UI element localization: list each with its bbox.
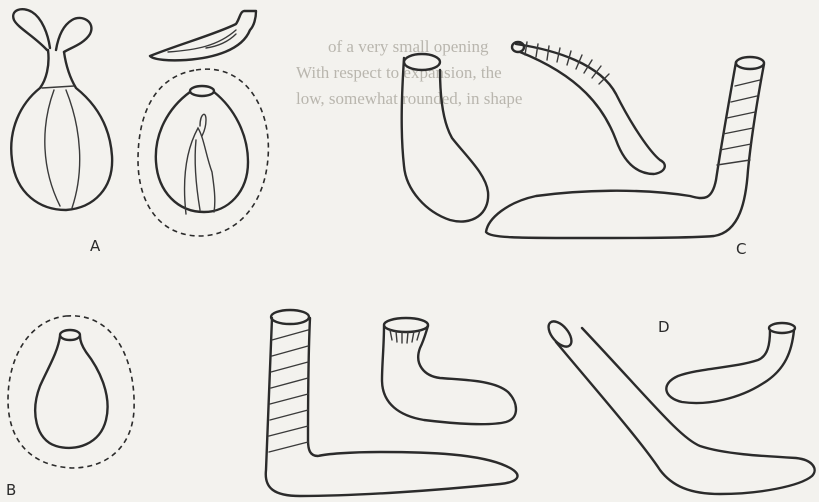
specimen-a-slug [150,11,256,60]
bleed-line-3: low, somewhat rounded, in shape [296,89,522,108]
bleed-line-2: With respect to expansion, the [296,63,502,82]
specimen-d-pieces [266,310,815,496]
label-a: A [90,237,100,255]
specimen-a-flared-vessel [11,9,112,210]
specimen-a-enclosed [138,69,268,236]
bleed-line-1: of a very small opening [328,37,489,56]
hatching-d-tall-tube [269,330,308,452]
specimen-b-teardrop [8,316,134,468]
label-c: C [736,240,746,258]
label-b: B [6,481,16,499]
label-d: D [658,318,670,336]
bleed-through-text: of a very small opening With respect to … [296,37,522,108]
